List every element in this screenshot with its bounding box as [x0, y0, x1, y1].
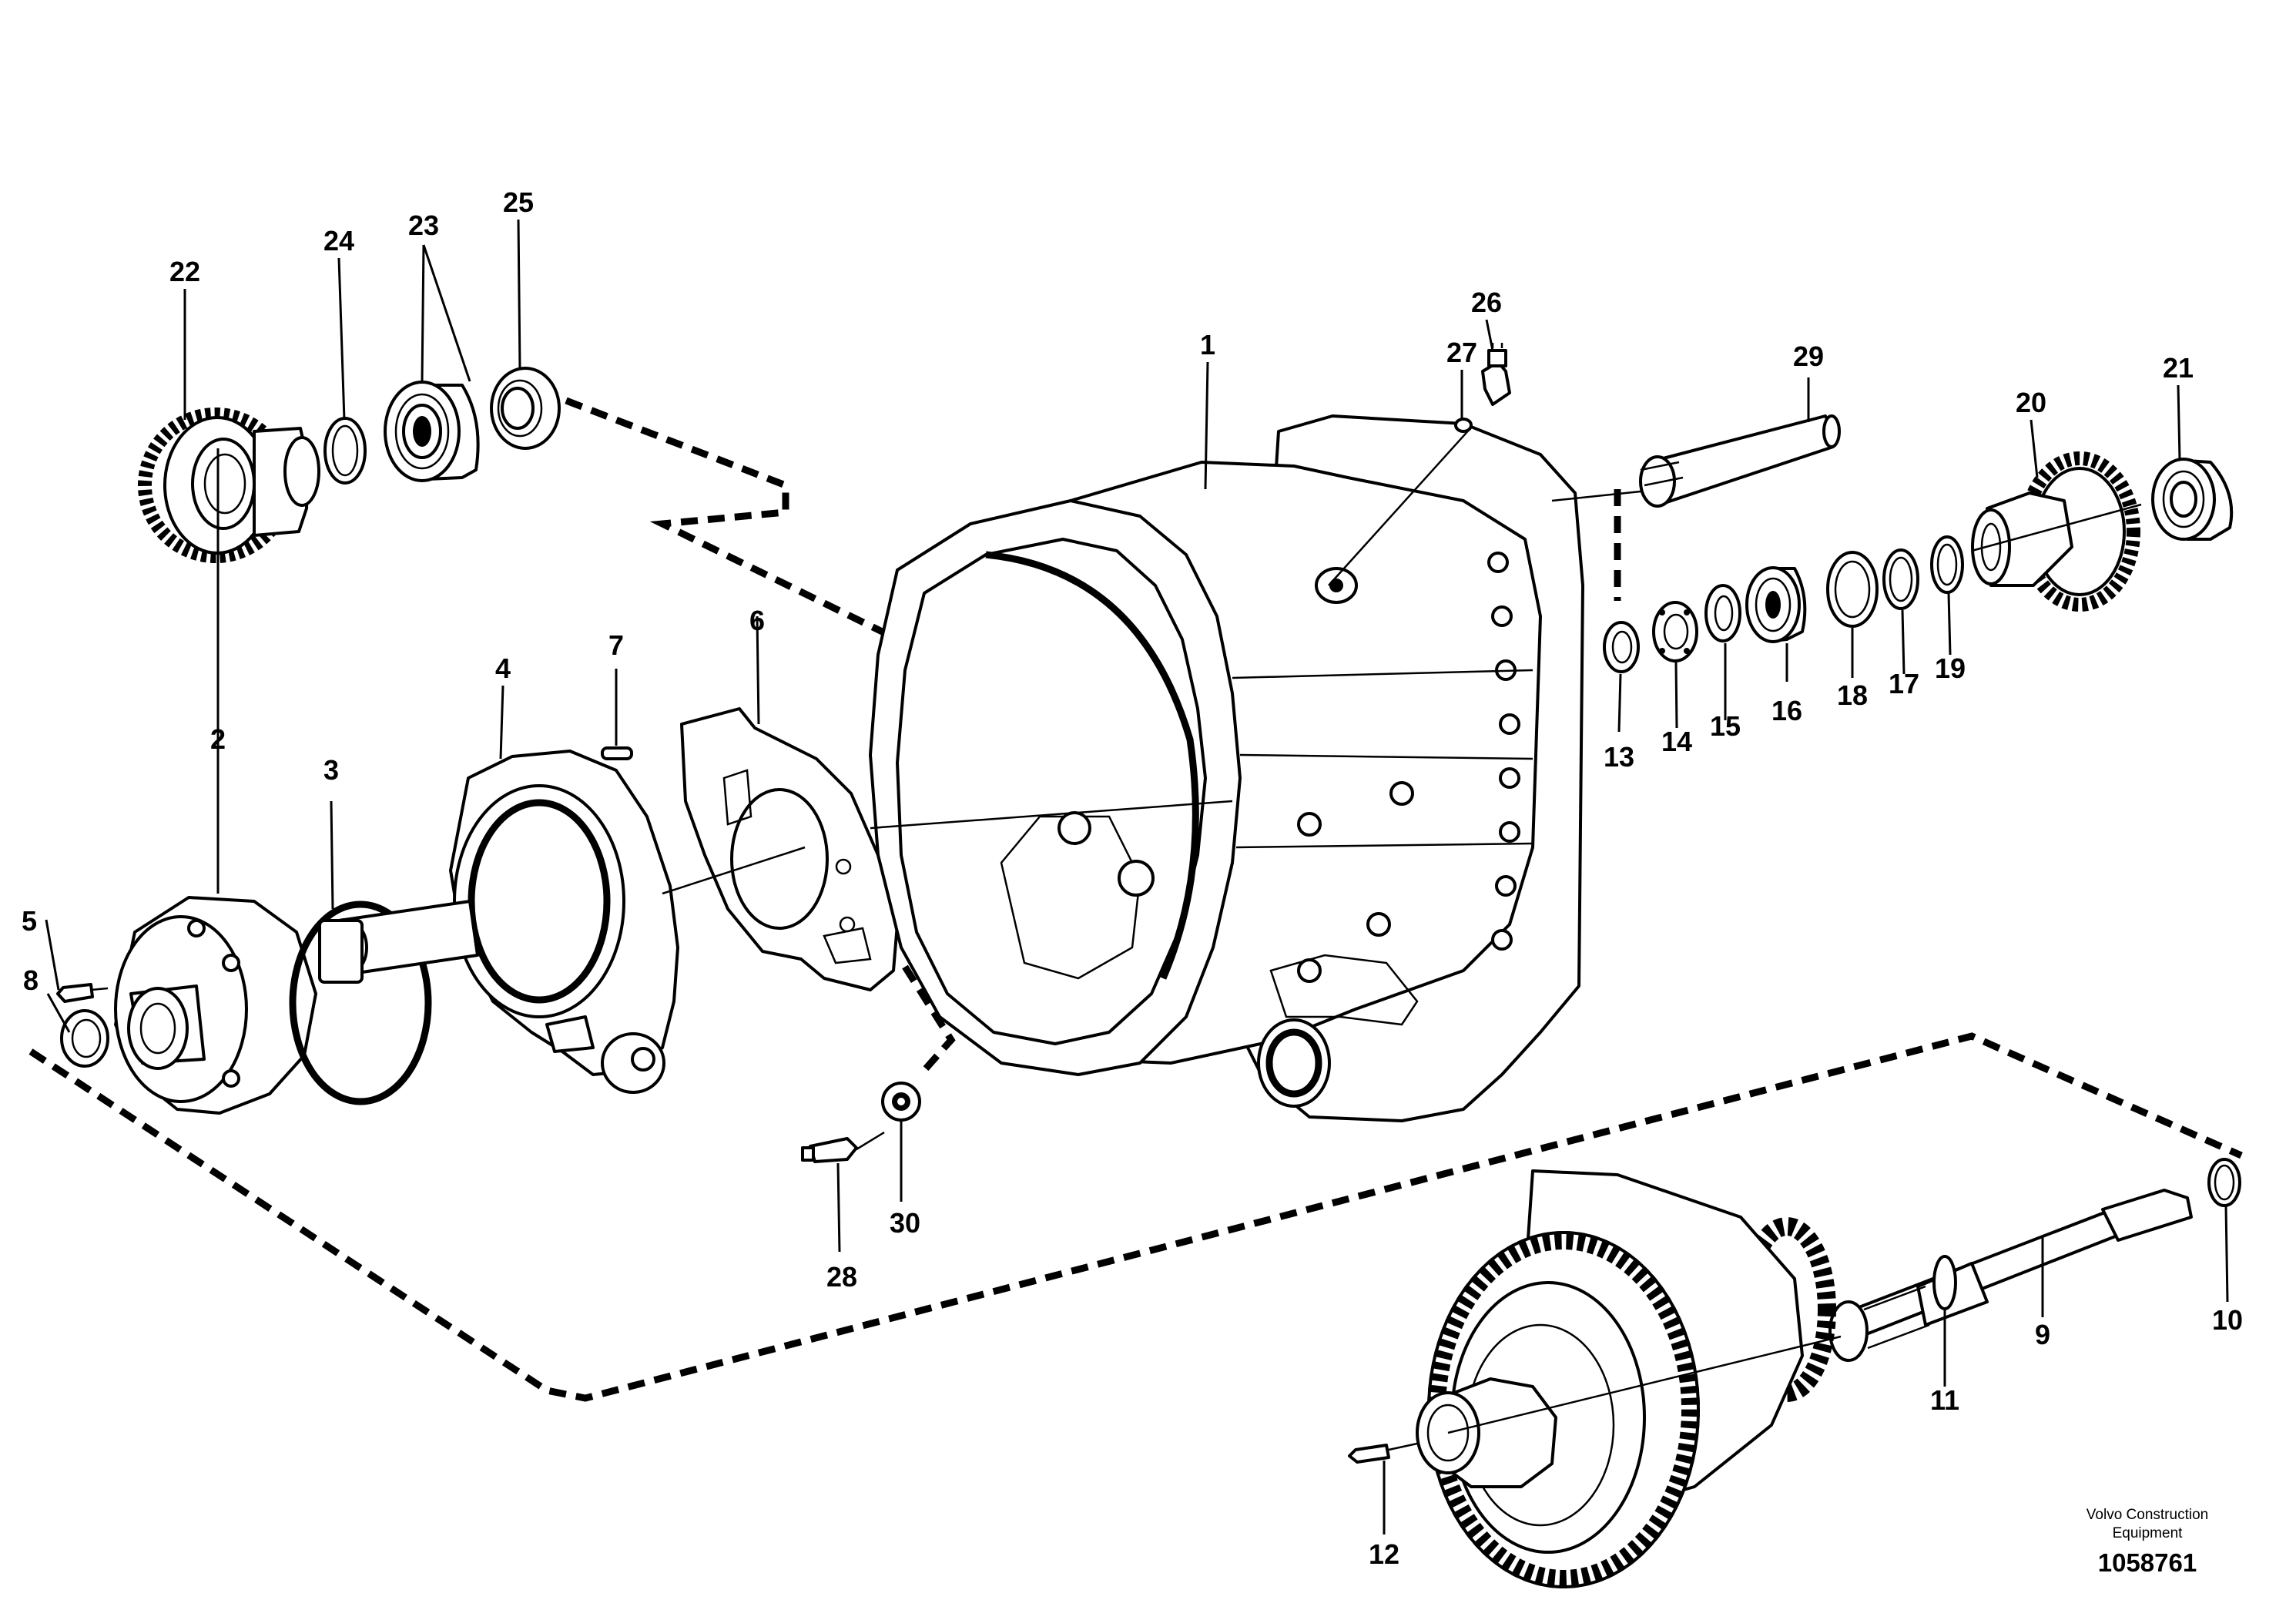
part-20-gear [1971, 451, 2140, 612]
callout-26: 26 [1471, 287, 1502, 318]
connector-sensor-28 [902, 964, 956, 1077]
callout-10: 10 [2212, 1304, 2243, 1336]
callout-12: 12 [1369, 1538, 1399, 1570]
callout-14: 14 [1661, 726, 1692, 757]
callout-3: 3 [323, 754, 339, 786]
part-26-sensor [1481, 343, 1511, 406]
part-18-snap-ring [1826, 551, 1879, 628]
callout-5: 5 [22, 905, 37, 937]
part-23-bearing [384, 381, 480, 482]
part-10-o-ring [2207, 1158, 2241, 1207]
callout-18: 18 [1837, 679, 1868, 711]
part-6-gasket [680, 707, 899, 991]
torque-converter [1416, 1169, 1836, 1588]
callout-labels: 1 2 3 4 5 6 7 8 9 10 11 12 13 14 15 16 1… [22, 186, 2243, 1570]
callout-20: 20 [2016, 387, 2046, 418]
part-15-washer [1704, 584, 1741, 642]
callout-15: 15 [1710, 710, 1741, 742]
part-27-seal [1454, 418, 1473, 433]
callout-30: 30 [890, 1207, 920, 1239]
callout-8: 8 [23, 964, 39, 996]
callout-23: 23 [408, 210, 439, 241]
connector-pump-to-converter [28, 1032, 2243, 1402]
part-14-lock-washer [1652, 601, 1698, 662]
callout-21: 21 [2163, 352, 2194, 384]
part-4-pump-housing [318, 750, 679, 1094]
leader-lines [45, 219, 2229, 1534]
part-17-ring [1882, 548, 1919, 610]
callout-28: 28 [826, 1261, 857, 1293]
part-11-snap-ring [1932, 1255, 1957, 1310]
callout-17: 17 [1889, 668, 1919, 699]
callout-9: 9 [2035, 1319, 2050, 1350]
callout-25: 25 [503, 186, 534, 218]
callout-11: 11 [1930, 1384, 1959, 1416]
part-25-nut [490, 367, 561, 450]
callout-7: 7 [608, 629, 624, 661]
callout-29: 29 [1793, 340, 1824, 372]
part-16-bearing [1745, 566, 1807, 643]
callout-22: 22 [169, 256, 200, 287]
callout-27: 27 [1446, 337, 1477, 368]
callout-4: 4 [495, 652, 511, 684]
footer: Volvo Construction Equipment 1058761 [2087, 1507, 2208, 1577]
callout-16: 16 [1771, 695, 1802, 726]
document-number: 1058761 [2098, 1548, 2197, 1577]
callout-13: 13 [1604, 741, 1634, 773]
part-8-seal [60, 1009, 109, 1068]
part-9-input-shaft [1828, 1189, 2193, 1362]
brand-line-2: Equipment [2113, 1525, 2184, 1541]
part-1-transmission-housing [869, 414, 1584, 1122]
part-24-snap-ring [323, 417, 367, 485]
part-5-bolt [56, 983, 109, 1003]
part-3-o-ring [289, 901, 432, 1105]
brand-line-1: Volvo Construction [2087, 1507, 2208, 1523]
callout-6: 6 [749, 605, 765, 636]
part-7-dowel-pin [601, 746, 633, 760]
part-13-washer [1603, 621, 1640, 673]
callout-1: 1 [1200, 329, 1215, 361]
part-22-gear [138, 408, 320, 563]
part-12-bolt [1348, 1442, 1418, 1464]
dashed-connectors [28, 397, 2243, 1402]
part-19-snap-ring [1930, 535, 1964, 594]
part-29-shaft [1639, 414, 1841, 508]
callout-2: 2 [210, 723, 226, 755]
callout-19: 19 [1935, 652, 1966, 684]
part-30-seal [881, 1082, 921, 1122]
part-21-bearing [2151, 458, 2234, 541]
part-2-pump [114, 896, 317, 1115]
callout-24: 24 [323, 225, 354, 257]
part-28-sensor [801, 1131, 885, 1163]
